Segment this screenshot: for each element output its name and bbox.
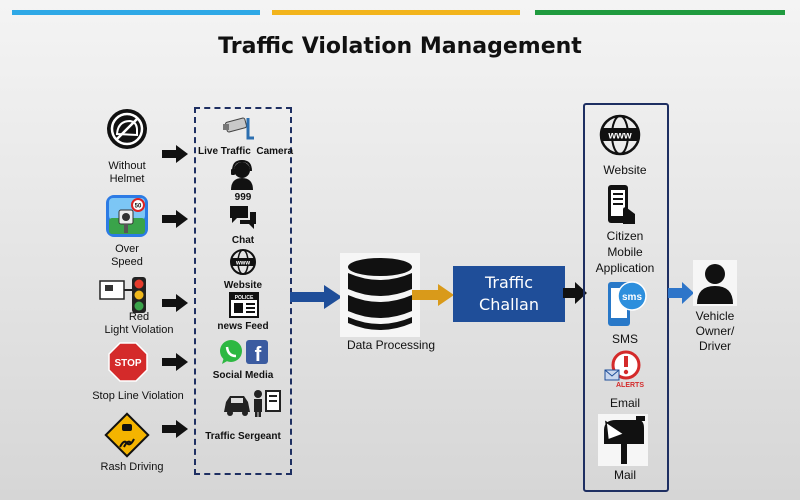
data-sources-box [194, 107, 292, 475]
svg-text:www: www [607, 131, 632, 142]
chat-icon [228, 204, 258, 232]
person-icon [693, 260, 737, 306]
channel-label-citizen-app: Citizen Mobile Application [595, 229, 655, 275]
arrow-icon [162, 145, 188, 163]
accent-bar-green [535, 10, 785, 15]
arrow-icon [162, 420, 188, 438]
traffic-challan-box: Traffic Challan [453, 266, 565, 322]
arrow-icon [162, 210, 188, 228]
source-label-999: 999 [234, 192, 252, 203]
call-agent-icon [228, 160, 256, 190]
channel-label-email: Email [609, 396, 640, 410]
accent-bar-blue [12, 10, 260, 15]
violation-label-stop-line: Stop Line Violation [92, 390, 184, 402]
flow-arrow-icon [412, 284, 454, 306]
flow-arrow-icon [563, 282, 587, 304]
speed-camera-icon: 50 [105, 194, 149, 238]
accent-bar-yellow [272, 10, 520, 15]
svg-text:ALERTS: ALERTS [616, 382, 644, 389]
arrow-icon [162, 353, 188, 371]
violation-label-without-helmet: Without Helmet [108, 160, 146, 185]
stop-sign-icon: STOP [108, 342, 148, 382]
source-label-traffic-sergeant: Traffic Sergeant [205, 431, 281, 442]
svg-text:sms: sms [622, 292, 642, 303]
svg-text:www: www [235, 261, 250, 267]
rash-driving-icon [104, 412, 150, 458]
violation-label-rash-driving: Rash Driving [100, 461, 164, 473]
diagram-title: Traffic Violation Management [218, 34, 582, 59]
source-label-live-camera: Live Traffic Camera [198, 146, 294, 157]
flow-arrow-icon [290, 285, 342, 309]
police-news-icon: POLICE [229, 292, 259, 318]
source-label-website: Website [223, 280, 263, 291]
www-globe-icon: www [599, 113, 641, 157]
no-helmet-icon [106, 108, 148, 150]
cctv-camera-icon [222, 114, 256, 142]
database-icon [340, 253, 420, 337]
svg-text:f: f [255, 344, 262, 366]
mobile-app-icon [605, 184, 637, 226]
source-label-news-feed: news Feed [217, 321, 269, 332]
channel-label-sms: SMS [611, 332, 638, 346]
challan-line-1: Traffic [484, 273, 534, 292]
sms-icon: sms [604, 280, 648, 330]
svg-text:50: 50 [135, 204, 142, 210]
source-label-social-media: Social Media [212, 370, 274, 381]
channel-label-mail: Mail [613, 468, 636, 482]
traffic-light-icon [98, 276, 154, 314]
channel-label-website: Website [603, 163, 647, 177]
mailbox-icon [598, 414, 648, 466]
globe-icon: www [230, 248, 256, 276]
flow-arrow-icon [668, 282, 694, 304]
svg-text:POLICE: POLICE [235, 295, 254, 301]
whatsapp-facebook-icon: f [219, 338, 269, 366]
violation-label-over-speed: Over Speed [111, 243, 143, 268]
sergeant-icon [222, 388, 282, 418]
email-alert-icon: ALERTS [604, 350, 644, 396]
arrow-icon [162, 294, 188, 312]
violation-label-red-light: Red Light Violation [104, 311, 174, 336]
svg-text:STOP: STOP [114, 358, 141, 369]
challan-line-2: Challan [479, 295, 539, 314]
source-label-chat: Chat [231, 235, 255, 246]
data-processing-label: Data Processing [346, 338, 436, 352]
recipient-label: Vehicle Owner/ Driver [695, 309, 735, 353]
